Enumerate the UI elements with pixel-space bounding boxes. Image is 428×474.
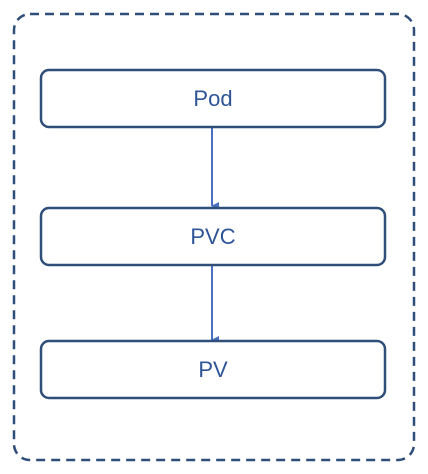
node-pvc-label: PVC	[190, 224, 235, 249]
node-pv[interactable]: PV	[39, 339, 387, 400]
node-pod[interactable]: Pod	[39, 68, 387, 129]
container-boundary	[12, 12, 416, 462]
node-pv-label: PV	[198, 357, 228, 382]
node-pvc[interactable]: PVC	[39, 206, 387, 267]
node-pod-label: Pod	[193, 86, 232, 111]
node-pv-box	[39, 339, 387, 400]
node-pod-box	[39, 68, 387, 129]
node-pvc-box	[39, 206, 387, 267]
